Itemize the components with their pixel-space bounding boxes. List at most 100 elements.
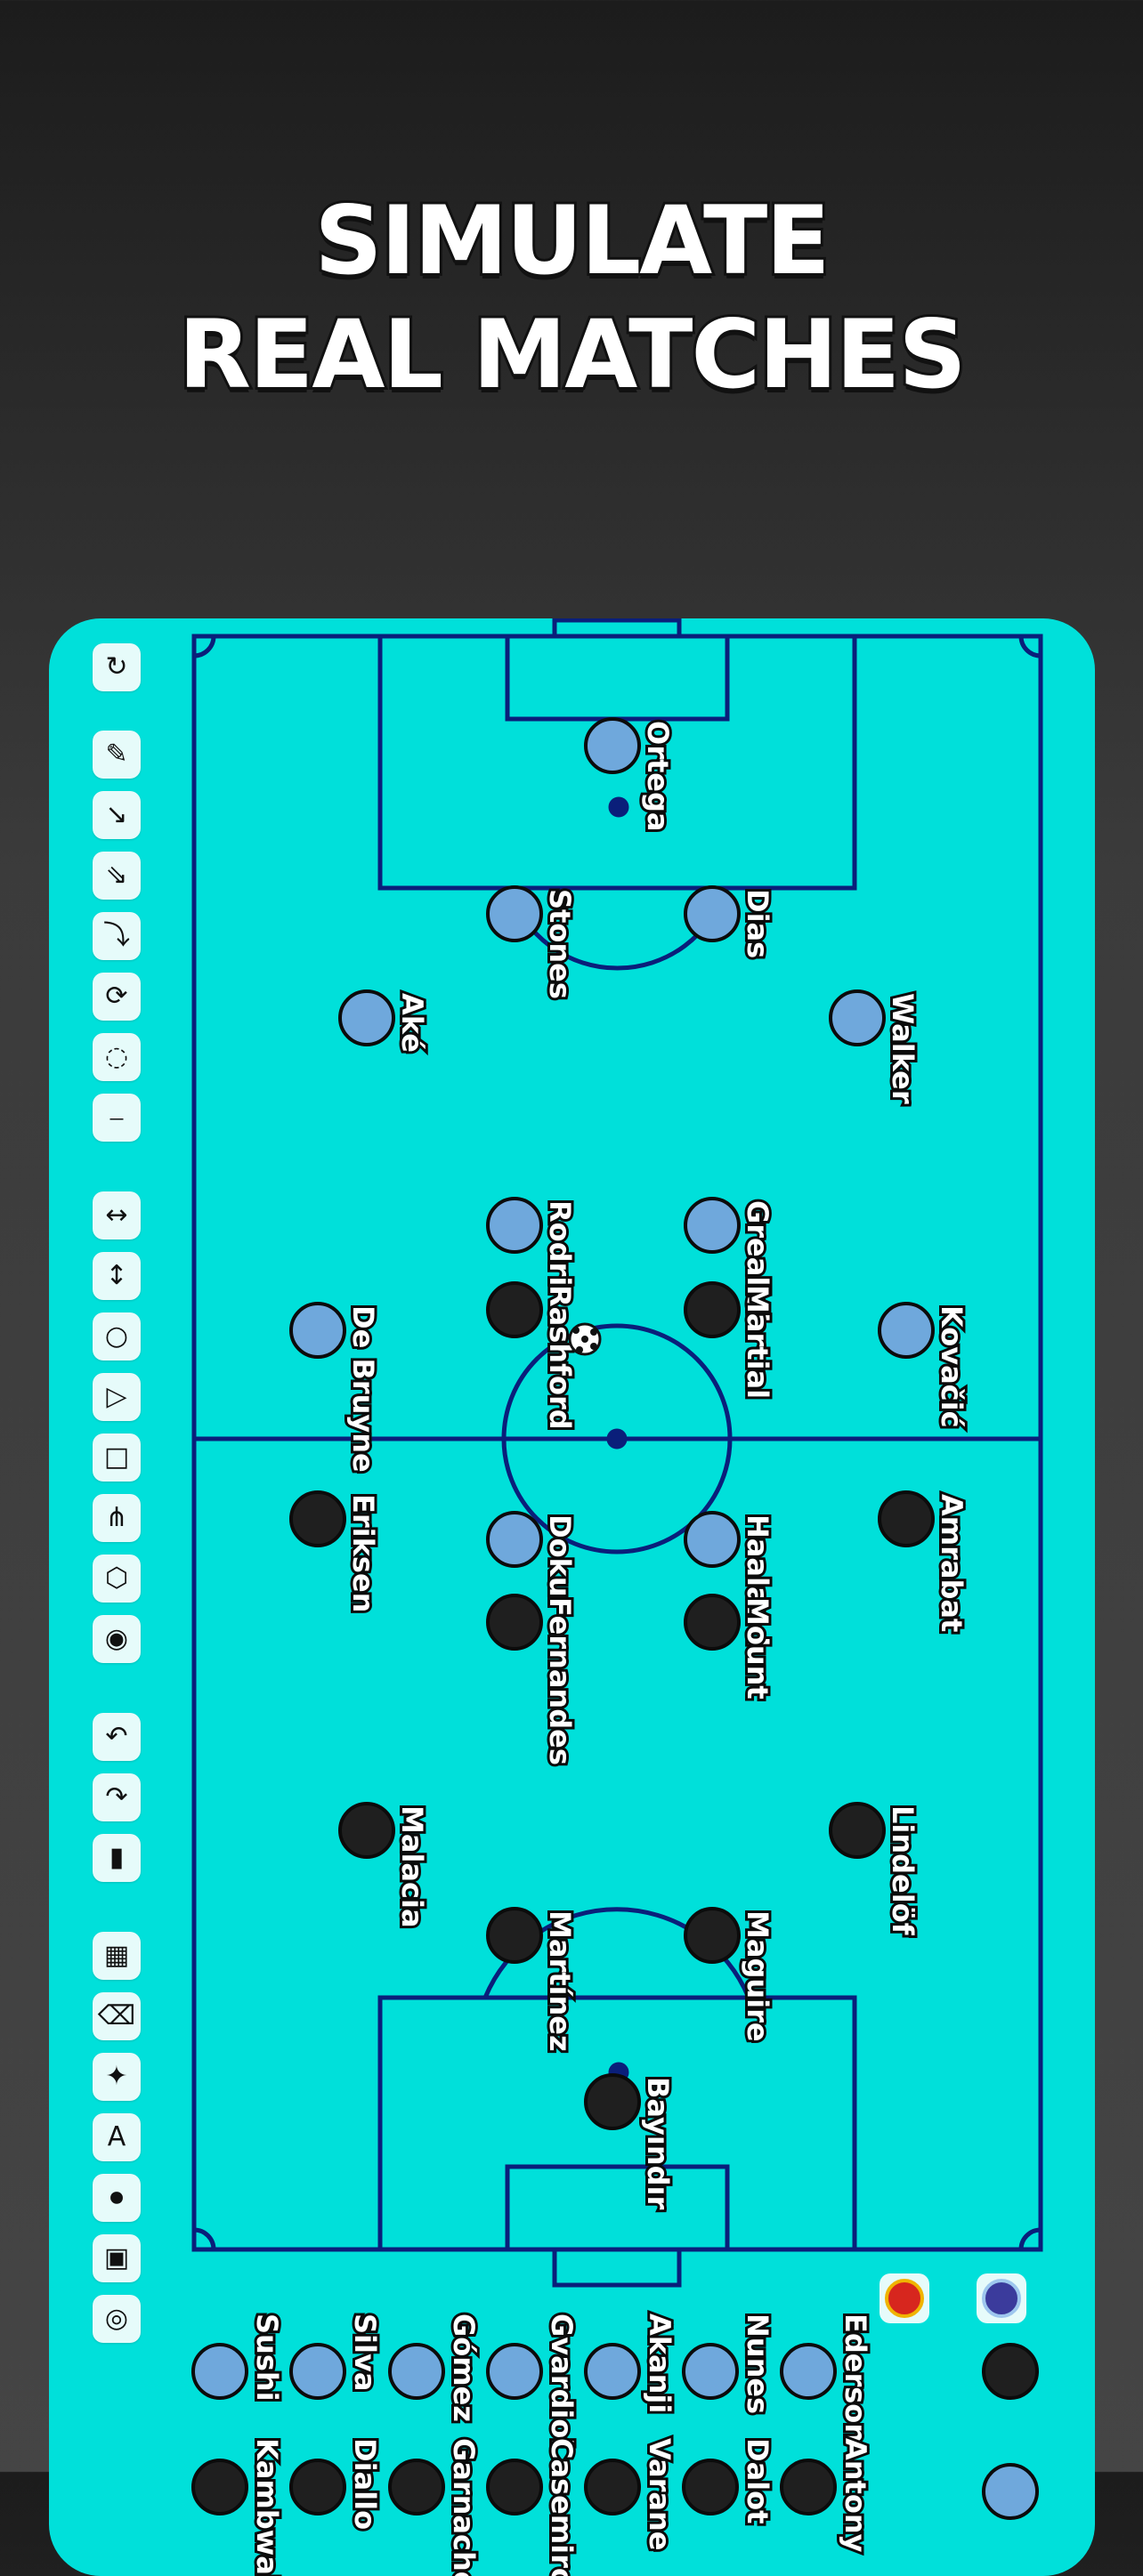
player-token[interactable]: Gómez <box>388 2311 483 2425</box>
player-token[interactable]: De Bruyne <box>289 1302 383 1475</box>
player-marker[interactable] <box>684 1594 741 1651</box>
player-marker[interactable] <box>684 885 741 942</box>
record-tool-button[interactable]: ⏺ <box>93 2174 141 2222</box>
dashed-circle-tool-button[interactable]: ◌ <box>93 1033 141 1081</box>
player-marker[interactable] <box>486 1281 543 1338</box>
player-token[interactable]: Martínez <box>486 1907 580 2055</box>
player-marker[interactable] <box>191 2459 248 2515</box>
player-marker[interactable] <box>829 1802 886 1859</box>
player-token[interactable]: Dias <box>684 885 777 961</box>
view-tool-button[interactable]: ◎ <box>93 2295 141 2343</box>
ball-icon[interactable] <box>568 1322 602 1356</box>
curve-dashed-arrow-tool-button[interactable]: ⟳ <box>93 973 141 1021</box>
player-token[interactable]: Gvardiol <box>486 2311 581 2451</box>
curve-arrow-tool-button[interactable]: ⤵ <box>93 912 141 960</box>
player-token[interactable]: Maguire <box>684 1907 777 2045</box>
text-tool-button[interactable]: A <box>93 2113 141 2161</box>
player-token[interactable]: Stones <box>486 885 580 1002</box>
horizontal-measure-tool-button[interactable]: ↔ <box>93 1191 141 1240</box>
player-token[interactable]: Garnacho <box>388 2435 483 2576</box>
player-marker[interactable] <box>684 1511 741 1568</box>
player-token[interactable]: Kovačić <box>878 1302 971 1431</box>
reset-tool-button[interactable]: ↻ <box>93 643 141 691</box>
player-token[interactable]: Varane <box>584 2435 679 2553</box>
player-token[interactable]: Bayındır <box>584 2073 677 2212</box>
player-token[interactable]: Antony <box>780 2435 875 2556</box>
polyline-tool-button[interactable]: ⋔ <box>93 1494 141 1542</box>
player-token[interactable] <box>982 2343 1039 2400</box>
player-token[interactable]: Silva <box>289 2311 385 2400</box>
player-marker[interactable] <box>486 885 543 942</box>
player-token[interactable] <box>982 2463 1039 2520</box>
player-marker[interactable] <box>289 1302 346 1359</box>
player-marker[interactable] <box>338 1802 395 1859</box>
cone-tool-button[interactable]: ✦ <box>93 2053 141 2101</box>
player-token[interactable]: Martial <box>684 1281 777 1401</box>
player-marker[interactable] <box>191 2343 248 2400</box>
player-marker[interactable] <box>829 989 886 1046</box>
player-marker[interactable] <box>682 2459 739 2515</box>
player-token[interactable]: Rodri <box>486 1197 580 1288</box>
player-marker[interactable] <box>780 2343 837 2400</box>
player-marker[interactable] <box>388 2459 445 2515</box>
player-marker[interactable] <box>486 2459 543 2515</box>
arrow-tool-button[interactable]: ↘ <box>93 791 141 839</box>
filled-dot-tool-button[interactable]: ◉ <box>93 1615 141 1663</box>
player-token[interactable]: Ederson <box>780 2311 875 2446</box>
player-marker[interactable] <box>780 2459 837 2515</box>
player-token[interactable]: Fernandes <box>486 1594 580 1768</box>
player-token[interactable]: Ortega <box>584 717 677 834</box>
player-marker[interactable] <box>584 2459 641 2515</box>
player-token[interactable]: Akanji <box>584 2311 679 2416</box>
player-marker[interactable] <box>878 1490 935 1547</box>
square-tool-button[interactable]: □ <box>93 1433 141 1482</box>
player-marker[interactable] <box>289 1490 346 1547</box>
vertical-measure-tool-button[interactable]: ↕ <box>93 1252 141 1300</box>
field-tool-button[interactable]: ▦ <box>93 1932 141 1980</box>
polygon-tool-button[interactable]: ⬡ <box>93 1554 141 1603</box>
player-token[interactable]: Dalot <box>682 2435 777 2526</box>
delete-tool-button[interactable]: ▮ <box>93 1834 141 1882</box>
player-marker[interactable] <box>682 2343 739 2400</box>
player-token[interactable]: Nunes <box>682 2311 777 2417</box>
player-token[interactable]: Diallo <box>289 2435 385 2532</box>
line-tool-button[interactable]: ⎯ <box>93 1094 141 1142</box>
redo-tool-button[interactable]: ↷ <box>93 1773 141 1821</box>
player-marker[interactable] <box>486 1594 543 1651</box>
player-token[interactable]: Haaland <box>684 1511 777 1649</box>
player-token[interactable]: Kambwala <box>191 2435 287 2576</box>
player-marker[interactable] <box>486 1197 543 1254</box>
player-marker[interactable] <box>982 2343 1039 2400</box>
player-token[interactable]: Lindelöf <box>829 1802 922 1939</box>
player-token[interactable]: Aké <box>338 989 432 1055</box>
player-token[interactable]: Malacia <box>338 1802 432 1931</box>
player-marker[interactable] <box>289 2343 346 2400</box>
player-token[interactable]: Casemiro <box>486 2435 581 2576</box>
triangle-tool-button[interactable]: ▷ <box>93 1373 141 1421</box>
player-marker[interactable] <box>878 1302 935 1359</box>
player-marker[interactable] <box>584 2343 641 2400</box>
player-token[interactable]: Walker <box>829 989 922 1107</box>
undo-tool-button[interactable]: ↶ <box>93 1713 141 1761</box>
player-token[interactable]: Sushi <box>191 2311 287 2404</box>
player-marker[interactable] <box>388 2343 445 2400</box>
player-marker[interactable] <box>289 2459 346 2515</box>
player-marker[interactable] <box>486 1907 543 1964</box>
circle-tool-button[interactable]: ○ <box>93 1312 141 1361</box>
player-marker[interactable] <box>684 1907 741 1964</box>
player-marker[interactable] <box>584 2073 641 2130</box>
player-token[interactable]: Eriksen <box>289 1490 383 1615</box>
save-tool-button[interactable]: ▣ <box>93 2234 141 2282</box>
player-marker[interactable] <box>486 2343 543 2400</box>
eraser-tool-button[interactable]: ⌫ <box>93 1992 141 2040</box>
player-marker[interactable] <box>584 717 641 774</box>
player-marker[interactable] <box>684 1281 741 1338</box>
player-token[interactable]: Mount <box>684 1594 777 1702</box>
player-token[interactable]: Grealish <box>684 1197 777 1336</box>
player-token[interactable]: Rashford <box>486 1281 580 1433</box>
player-marker[interactable] <box>486 1511 543 1568</box>
dashed-arrow-tool-button[interactable]: ⇘ <box>93 852 141 900</box>
player-marker[interactable] <box>684 1197 741 1254</box>
player-token[interactable]: Amrabat <box>878 1490 971 1635</box>
